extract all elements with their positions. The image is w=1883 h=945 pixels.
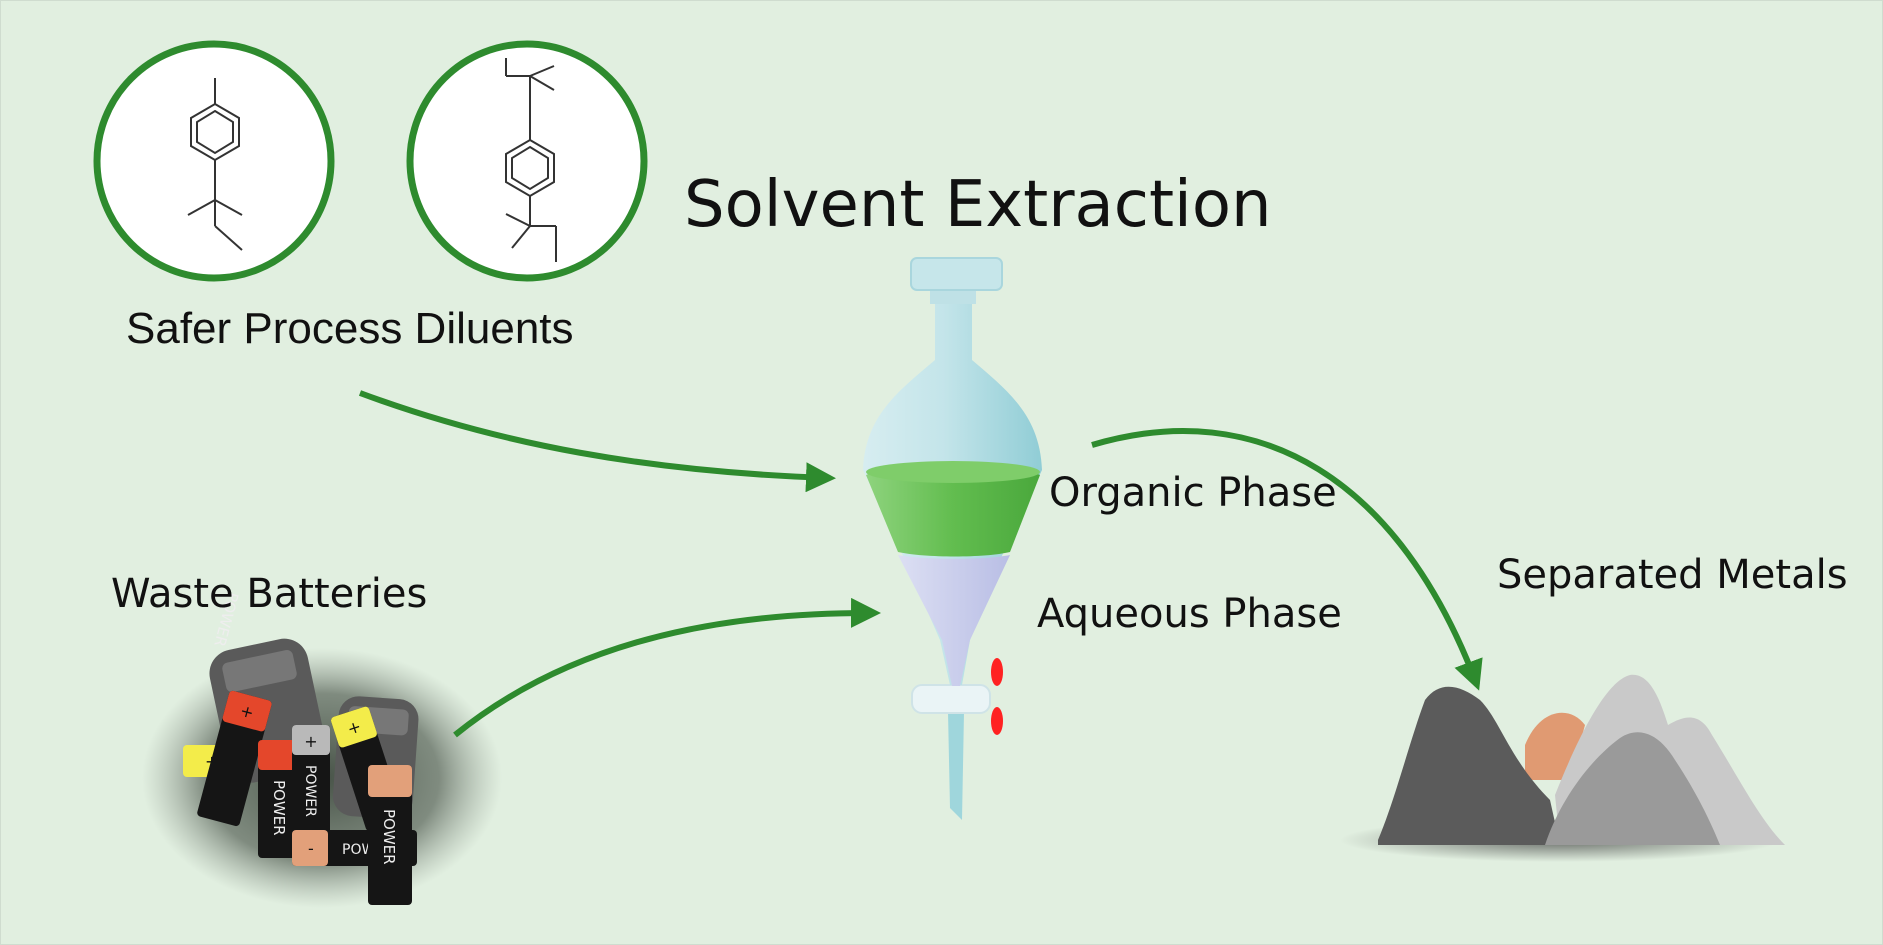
arrow-batteries-to-funnel xyxy=(453,597,881,738)
diluent-molecule-1 xyxy=(93,40,335,282)
safer-process-diluents-label: Safer Process Diluents xyxy=(126,304,574,353)
svg-text:+: + xyxy=(238,701,256,723)
organic-phase-label: Organic Phase xyxy=(1049,470,1337,516)
arrow-diluents-to-funnel xyxy=(358,390,836,493)
waste-batteries: + + POWER POWER + POWER + xyxy=(142,590,502,908)
separated-metals-label: Separated Metals xyxy=(1497,552,1848,598)
aqueous-phase-layer xyxy=(898,555,1010,686)
funnel-stopper xyxy=(910,257,1003,291)
stopcock-handle-bottom xyxy=(991,707,1003,735)
svg-text:POWER: POWER xyxy=(380,809,398,865)
separatory-funnel xyxy=(863,257,1042,820)
stopcock-handle-top xyxy=(991,658,1003,686)
diluent-molecule-2 xyxy=(406,40,648,282)
svg-text:POWER: POWER xyxy=(302,765,318,817)
waste-batteries-label: Waste Batteries xyxy=(111,571,428,617)
organic-phase-layer xyxy=(866,465,1040,557)
svg-text:+: + xyxy=(345,716,364,738)
diagram-title: Solvent Extraction xyxy=(684,168,1272,242)
aqueous-phase-label: Aqueous Phase xyxy=(1037,591,1342,637)
svg-text:+: + xyxy=(304,732,317,751)
arrow-organic-to-metals xyxy=(1091,428,1483,691)
svg-text:POWER: POWER xyxy=(270,780,288,836)
stopcock xyxy=(911,684,991,714)
separated-metals xyxy=(1340,674,1785,862)
svg-text:-: - xyxy=(308,839,314,858)
